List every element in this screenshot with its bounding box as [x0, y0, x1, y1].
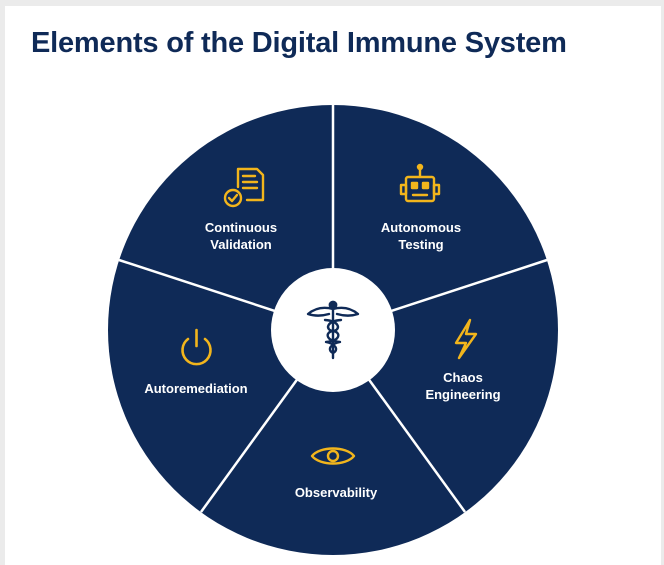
segment-continuous-validation: Continuous Validation — [205, 167, 277, 252]
segment-label-chaos: Chaos — [443, 370, 483, 385]
segment-observability: Observability — [295, 447, 378, 500]
lightning-bolt-icon — [454, 318, 478, 360]
caduceus-icon — [306, 300, 360, 360]
power-icon — [181, 328, 212, 366]
page-title: Elements of the Digital Immune System — [31, 27, 567, 59]
checklist-document-icon — [223, 167, 265, 208]
segment-label-validation: Validation — [210, 237, 271, 252]
segment-label-continuous: Continuous — [205, 220, 277, 235]
segment-label-autonomous: Autonomous — [381, 220, 461, 235]
segment-label-engineering: Engineering — [425, 387, 500, 402]
segment-chaos-engineering: Chaos Engineering — [425, 318, 501, 402]
eye-icon — [310, 447, 356, 465]
segment-label-testing: Testing — [398, 237, 443, 252]
segment-autoremediation: Autoremediation — [144, 328, 248, 396]
segment-label-autoremediation: Autoremediation — [144, 381, 247, 396]
segment-autonomous-testing: Autonomous Testing — [381, 163, 461, 252]
segment-label-observability: Observability — [295, 485, 378, 500]
robot-icon — [399, 163, 441, 203]
